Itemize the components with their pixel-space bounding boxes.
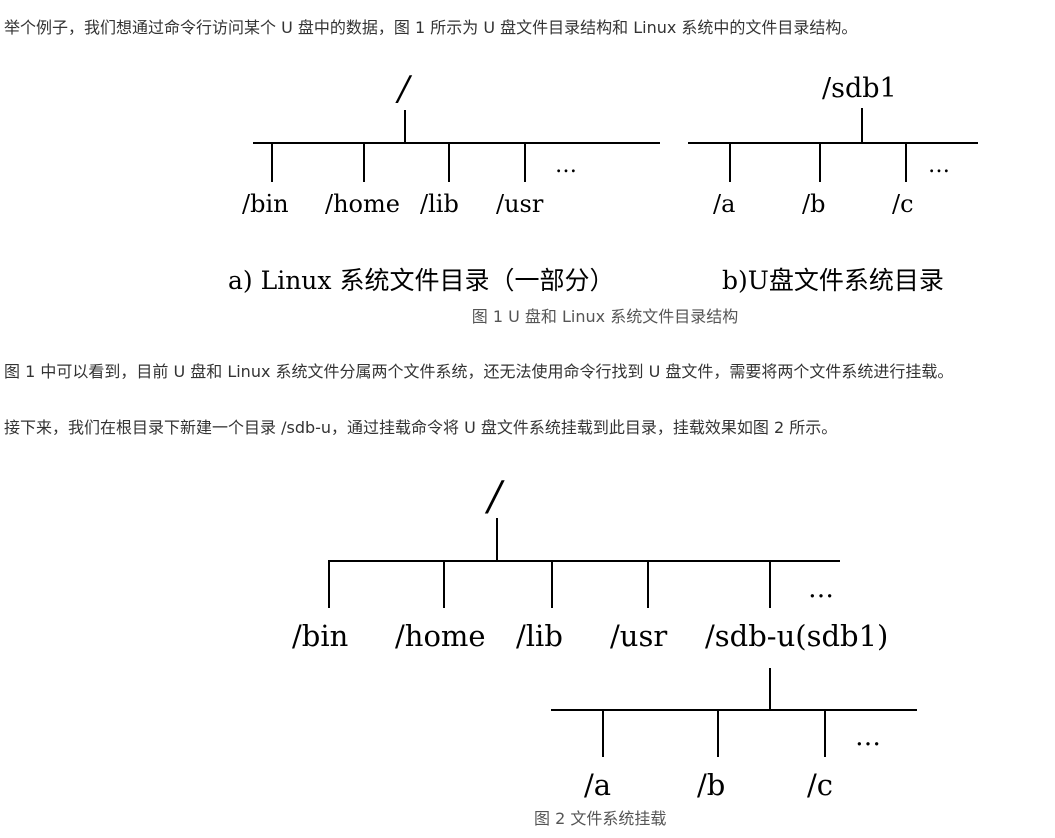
linux-more-ellipsis: …	[555, 153, 577, 178]
fig2-lib-label: /lib	[516, 619, 563, 653]
fig2-usr-label: /usr	[610, 619, 667, 653]
linux-lib-label: /lib	[420, 190, 459, 218]
fig2-sdbu-label: /sdb-u(sdb1)	[705, 619, 888, 653]
intro-paragraph: 举个例子，我们想通过命令行访问某个 U 盘中的数据，图 1 所示为 U 盘文件目…	[4, 18, 858, 37]
usb-tree-caption: b)U盘文件系统目录	[722, 266, 944, 295]
usb-c-label: /c	[892, 190, 914, 218]
figure-1-caption: 图 1 U 盘和 Linux 系统文件目录结构	[471, 307, 739, 326]
usb-b-label: /b	[802, 190, 825, 218]
fig2-bin-label: /bin	[292, 619, 348, 653]
linux-home-label: /home	[325, 190, 400, 218]
fig2-more-ellipsis: …	[808, 574, 834, 604]
linux-usr-label: /usr	[496, 190, 544, 218]
fig2-root-label: /	[484, 474, 505, 520]
linux-bin-label: /bin	[242, 190, 289, 218]
figure-2-caption: 图 2 文件系统挂载	[534, 809, 667, 828]
fig2-c-label: /c	[807, 768, 833, 802]
fig2-a-label: /a	[584, 768, 611, 802]
usb-more-ellipsis: …	[928, 153, 950, 178]
linux-tree-caption: a) Linux 系统文件目录（一部分）	[228, 266, 614, 295]
fig2-sub-more-ellipsis: …	[855, 722, 881, 752]
fig2-b-label: /b	[697, 768, 725, 802]
usb-root-label: /sdb1	[822, 73, 897, 104]
mount-paragraph: 接下来，我们在根目录下新建一个目录 /sdb-u，通过挂载命令将 U 盘文件系统…	[4, 418, 838, 437]
usb-a-label: /a	[713, 190, 735, 218]
linux-root-label: /	[395, 69, 413, 109]
explanation-paragraph: 图 1 中可以看到，目前 U 盘和 Linux 系统文件分属两个文件系统，还无法…	[4, 362, 954, 381]
fig2-home-label: /home	[395, 619, 486, 653]
